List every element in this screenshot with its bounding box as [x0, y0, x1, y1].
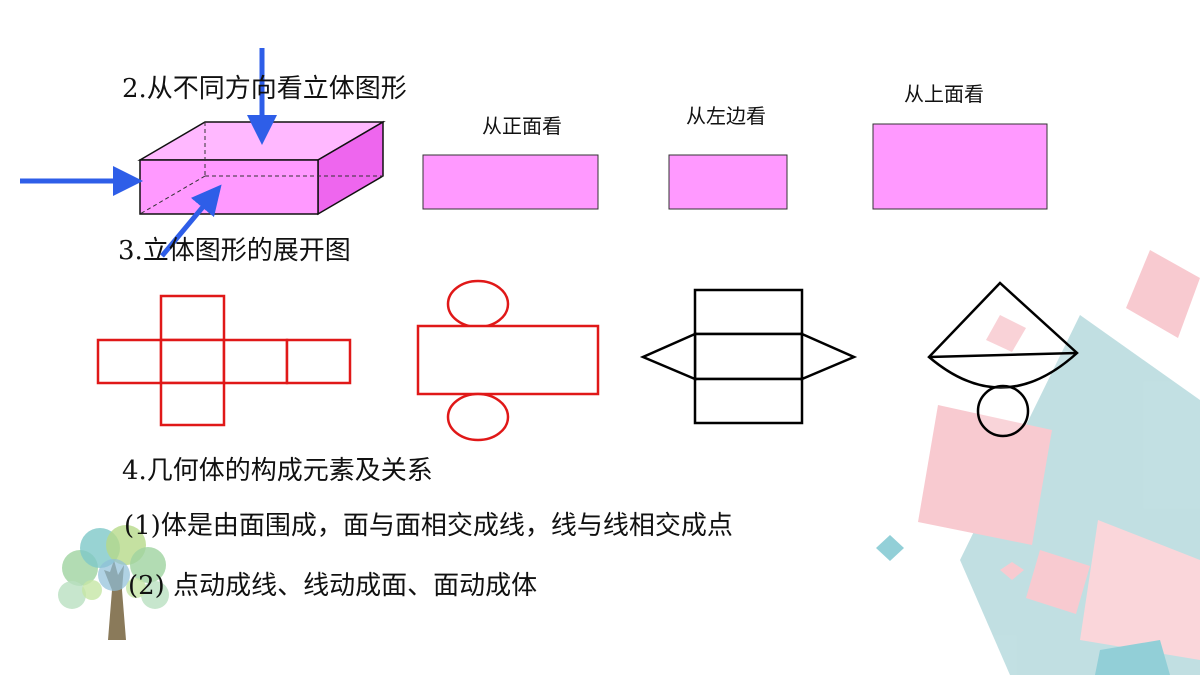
cube-net — [96, 294, 352, 427]
front-view-label: 从正面看 — [482, 114, 562, 138]
deco-teal-diamond-small — [876, 535, 904, 561]
deco-pink-square-bottom — [1026, 550, 1090, 614]
deco-pink-square-large — [918, 405, 1052, 545]
deco-pink-square-right — [1126, 250, 1200, 338]
section2-heading: 2.从不同方向看立体图形 — [122, 74, 407, 104]
top-view-label: 从上面看 — [904, 82, 984, 106]
cone-net — [927, 281, 1079, 438]
deco-pink-diamond-tiny — [1000, 562, 1024, 580]
relation-line-2: (2) 点动成线、线动成面、面动成体 — [128, 571, 538, 601]
deco-pink-square-small — [986, 315, 1026, 352]
deco-teal-bar-bottom — [1095, 640, 1170, 675]
cuboid-hidden-edge — [139, 175, 206, 215]
relation-line-1: (1)体是由面围成，面与面相交成线，线与线相交成点 — [124, 511, 733, 541]
cylinder-net — [416, 279, 600, 442]
left-view-label: 从左边看 — [686, 104, 766, 128]
left-view-rect — [668, 154, 788, 210]
front-view-rect — [422, 154, 599, 210]
arrow-from-left — [160, 184, 222, 258]
prism-net — [639, 288, 858, 425]
section4-heading: 4.几何体的构成元素及关系 — [122, 456, 433, 486]
top-view-rect — [872, 123, 1048, 210]
section3-heading: 3.立体图形的展开图 — [118, 236, 351, 266]
deco-pink-diamond-bottom — [1080, 520, 1200, 660]
cuboid-front-face — [139, 159, 319, 215]
deco-teal-diamond-bottom — [984, 598, 1016, 626]
